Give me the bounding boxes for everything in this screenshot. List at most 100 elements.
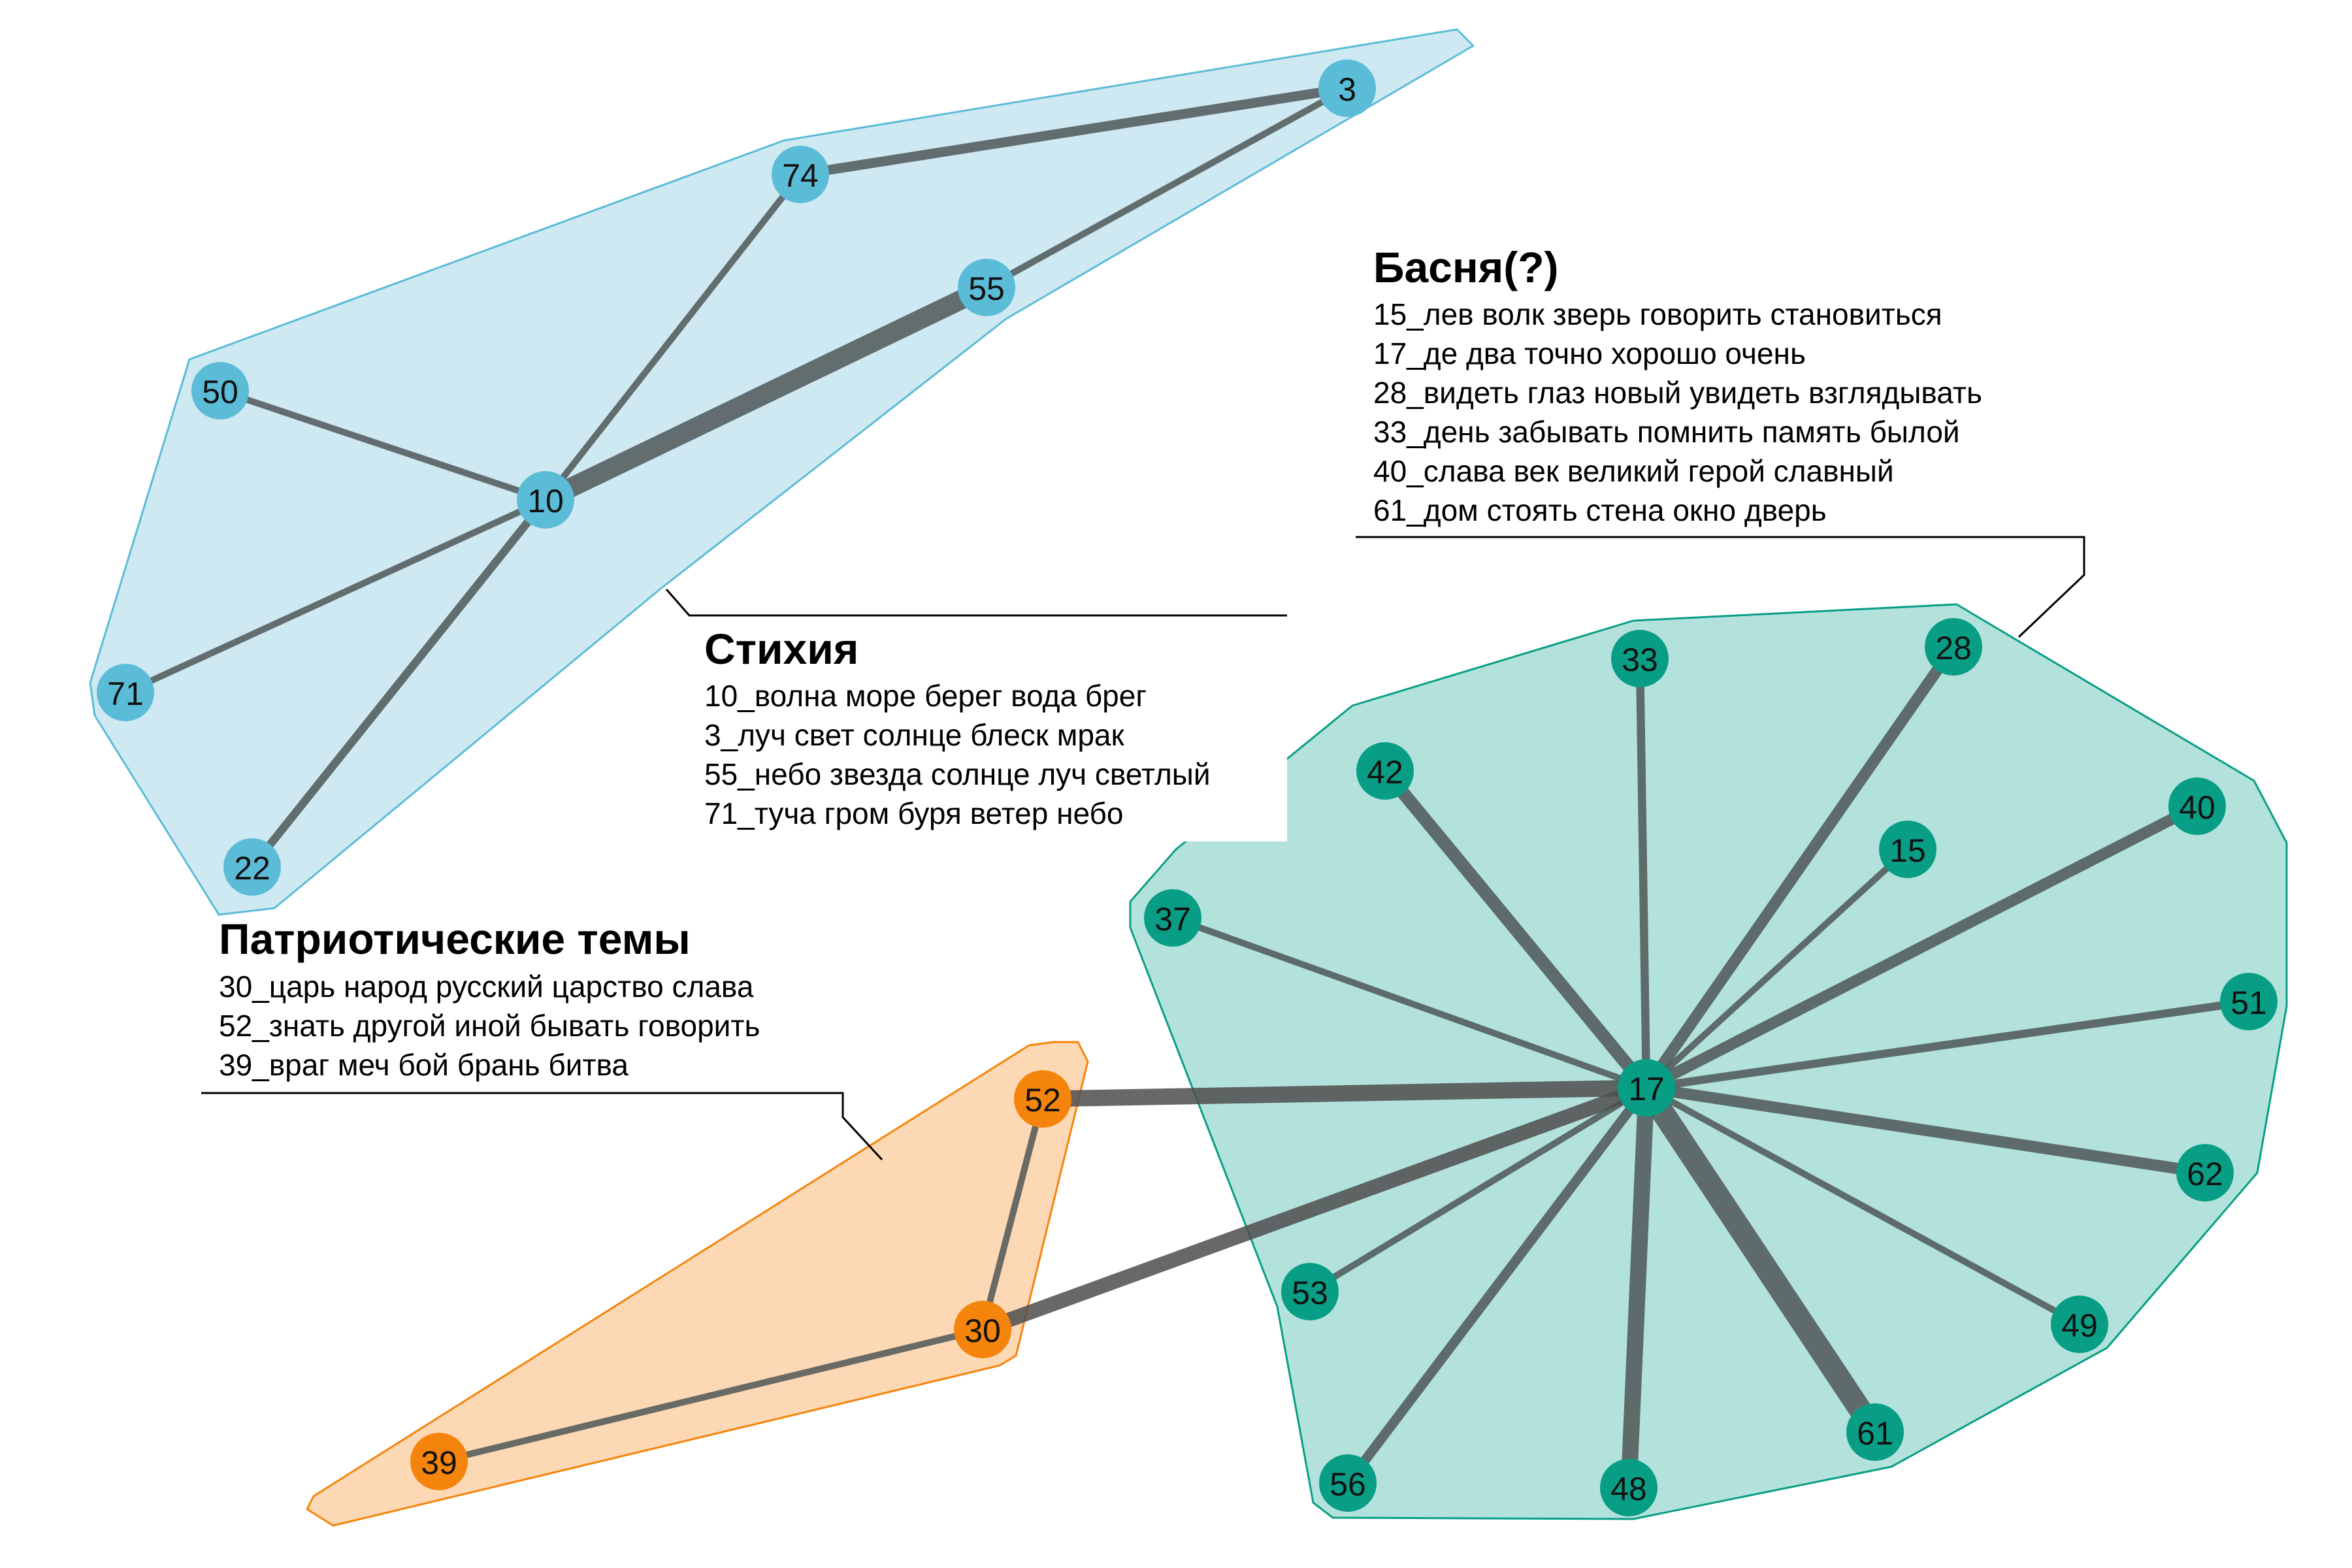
node-circle — [954, 1301, 1011, 1358]
edge-17-61 — [1637, 1081, 1885, 1439]
node-circle — [958, 259, 1015, 316]
node-label: 56 — [1330, 1466, 1366, 1503]
annotation-title-patriot: Патриотические темы — [219, 915, 691, 963]
node-3[interactable]: 3 — [1318, 59, 1376, 117]
annotation-patriot: Патриотические темы 30_царь народ русски… — [201, 915, 883, 1161]
annotation-line: 30_царь народ русский царство слава — [219, 970, 754, 1004]
node-label: 74 — [782, 157, 819, 194]
edge-17-53 — [1308, 1085, 1648, 1295]
edge-55-3 — [985, 85, 1349, 291]
node-circle — [1618, 1059, 1675, 1117]
annotation-line: 40_слава век великий герой славный — [1373, 454, 1894, 488]
node-37[interactable]: 37 — [1144, 889, 1201, 947]
node-28[interactable]: 28 — [1925, 618, 1982, 676]
node-50[interactable]: 50 — [191, 362, 249, 419]
annotation-title-basnya: Басня(?) — [1373, 243, 1559, 291]
node-label: 55 — [968, 270, 1005, 307]
node-label: 28 — [1935, 630, 1972, 666]
node-circle — [223, 838, 281, 896]
annotation-line: 71_туча гром буря ветер небо — [704, 796, 1123, 830]
edge-17-37 — [1171, 915, 1648, 1091]
edge-17-40 — [1644, 801, 2200, 1093]
node-label: 17 — [1628, 1071, 1665, 1107]
edge-17-30 — [980, 1081, 1649, 1337]
node-62[interactable]: 62 — [2176, 1144, 2234, 1201]
node-label: 62 — [2187, 1156, 2223, 1192]
node-circle — [191, 362, 249, 419]
annotation-line: 52_знать другой иной бывать говорить — [219, 1009, 760, 1043]
node-label: 51 — [2230, 985, 2267, 1021]
edge-74-3 — [799, 83, 1348, 180]
node-label: 71 — [107, 676, 144, 712]
node-10[interactable]: 10 — [517, 471, 574, 529]
node-label: 50 — [202, 374, 238, 410]
node-51[interactable]: 51 — [2220, 973, 2278, 1030]
edge-10-74 — [543, 172, 803, 502]
node-circle — [1879, 821, 1936, 878]
edge-17-62 — [1645, 1082, 2206, 1179]
node-circle — [517, 471, 574, 529]
node-circle — [2220, 973, 2278, 1030]
node-48[interactable]: 48 — [1600, 1459, 1658, 1516]
node-label: 39 — [421, 1445, 457, 1481]
node-39[interactable]: 39 — [410, 1433, 468, 1490]
node-49[interactable]: 49 — [2051, 1296, 2108, 1353]
node-42[interactable]: 42 — [1356, 742, 1414, 800]
edge-17-28 — [1641, 644, 1959, 1091]
node-label: 40 — [2179, 789, 2215, 826]
edge-17-49 — [1644, 1085, 2082, 1328]
edge-10-55 — [541, 278, 991, 509]
edge-52-30 — [979, 1098, 1046, 1331]
edge-17-48 — [1620, 1087, 1655, 1488]
edge-17-52 — [1042, 1079, 1647, 1107]
edge-17-56 — [1344, 1085, 1650, 1486]
node-61[interactable]: 61 — [1846, 1403, 1904, 1461]
node-label: 30 — [964, 1313, 1001, 1349]
node-56[interactable]: 56 — [1319, 1454, 1377, 1512]
edge-17-15 — [1644, 847, 1910, 1090]
node-circle — [1925, 618, 1982, 676]
node-71[interactable]: 71 — [97, 664, 154, 721]
node-circle — [2168, 777, 2226, 835]
node-circle — [97, 664, 154, 721]
cluster-hull-patriot — [306, 1041, 1089, 1527]
node-label: 33 — [1622, 642, 1658, 678]
annotation-line: 39_враг меч бой брань битва — [219, 1048, 629, 1082]
node-circle — [410, 1433, 468, 1490]
annotation-line: 28_видеть глаз новый увидеть взглядывать — [1373, 376, 1982, 410]
node-label: 42 — [1367, 754, 1403, 791]
edge-17-33 — [1635, 658, 1651, 1088]
node-15[interactable]: 15 — [1879, 821, 1936, 878]
node-circle — [772, 146, 829, 203]
annotation-stikhiya: Стихия 10_волна море берег вода брег 3_л… — [665, 589, 1287, 841]
node-74[interactable]: 74 — [772, 146, 829, 203]
node-circle — [1600, 1459, 1658, 1516]
node-label: 15 — [1889, 832, 1926, 869]
node-40[interactable]: 40 — [2168, 777, 2226, 835]
node-53[interactable]: 53 — [1281, 1263, 1339, 1320]
node-circle — [1014, 1070, 1071, 1128]
node-label: 22 — [234, 850, 270, 887]
node-label: 49 — [2061, 1307, 2098, 1344]
node-52[interactable]: 52 — [1014, 1070, 1071, 1128]
edge-10-71 — [123, 497, 547, 696]
annotation-line: 3_луч свет солнце блеск мрак — [704, 718, 1125, 752]
node-17[interactable]: 17 — [1618, 1059, 1675, 1117]
edge-10-22 — [249, 497, 549, 870]
annotation-line: 55_небо звезда солнце луч светлый — [704, 757, 1211, 791]
node-30[interactable]: 30 — [954, 1301, 1011, 1358]
node-label: 61 — [1857, 1415, 1893, 1452]
node-22[interactable]: 22 — [223, 838, 281, 896]
node-label: 52 — [1024, 1082, 1061, 1119]
network-nodes: 3 74 55 50 10 71 22 33 28 42 15 40 37 51 17 62 53 49 61 56 4… — [97, 59, 2278, 1516]
annotation-line: 10_волна море берег вода брег — [704, 679, 1147, 713]
node-label: 53 — [1292, 1275, 1328, 1311]
edge-17-51 — [1646, 997, 2249, 1092]
node-33[interactable]: 33 — [1611, 630, 1669, 687]
node-55[interactable]: 55 — [958, 259, 1015, 316]
network-edges — [123, 83, 2249, 1488]
annotation-line: 17_де два точно хорошо очень — [1373, 336, 1806, 370]
node-circle — [1144, 889, 1201, 947]
annotation-title-stikhiya: Стихия — [704, 625, 858, 673]
